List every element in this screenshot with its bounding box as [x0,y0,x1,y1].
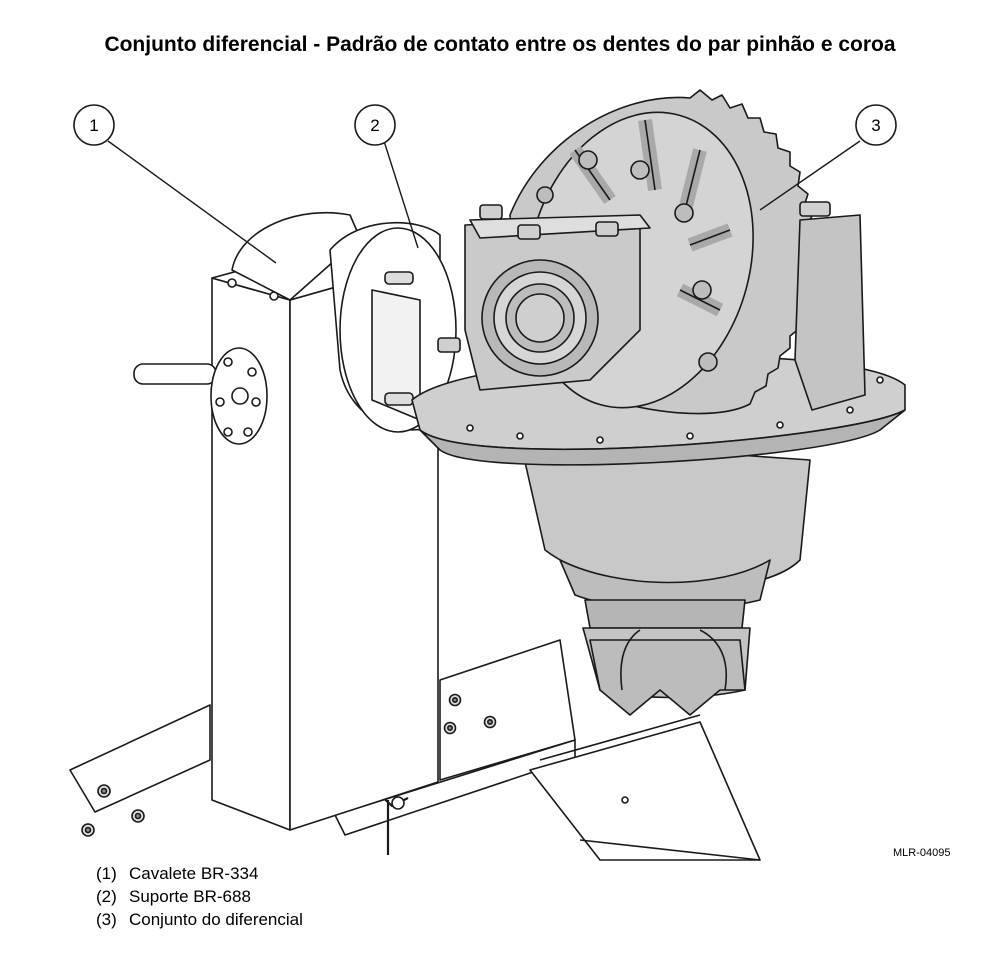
legend-text: Conjunto do diferencial [129,910,303,929]
floor-bolts [81,693,629,837]
legend-number: (3) [96,910,117,929]
callout-1 [73,104,115,146]
legend-text: Suporte BR-688 [129,887,251,906]
callout-leaders [107,140,861,264]
callout-2-number: 2 [370,116,379,135]
callout-1-number: 1 [89,116,98,135]
legend-item: (1) Cavalete BR-334 [96,862,303,885]
legend-number: (1) [96,864,117,883]
callout-3 [855,104,897,146]
bearing-carrier [437,204,651,391]
legend-text: Cavalete BR-334 [129,864,259,883]
callout-2 [354,104,396,146]
figure-reference: MLR-04095 [893,847,951,859]
legend-number: (2) [96,887,117,906]
base-frame [69,639,761,861]
callout-3-number: 3 [871,116,880,135]
pinion-housing [519,439,811,716]
stand-faceplate [133,347,268,445]
legend-item: (2) Suporte BR-688 [96,885,303,908]
right-carrier-leg [794,201,866,411]
legend: (1) Cavalete BR-334 (2) Suporte BR-688 (3)… [96,862,303,931]
diagram-title: Conjunto diferencial - Padrão de contato… [104,33,896,56]
legend-item: (3) Conjunto do diferencial [96,908,303,931]
